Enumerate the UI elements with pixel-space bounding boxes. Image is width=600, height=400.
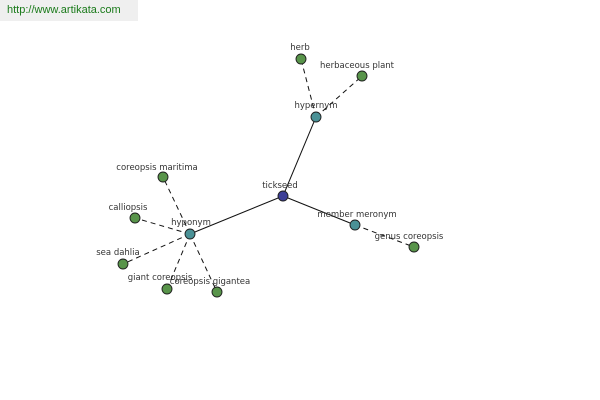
node-herb[interactable]	[295, 53, 307, 65]
node-label-hypernym: hypernym	[294, 101, 337, 111]
node-sea-dahlia[interactable]	[117, 258, 129, 270]
node-label-herb: herb	[290, 43, 310, 53]
node-calliopsis[interactable]	[129, 212, 141, 224]
node-giant-coreopsis[interactable]	[161, 283, 173, 295]
node-coreopsis-maritima[interactable]	[157, 171, 169, 183]
node-label-genus-coreopsis: genus coreopsis	[375, 232, 444, 242]
node-member-meronym[interactable]	[349, 219, 361, 231]
node-label-coreopsis-maritima: coreopsis maritima	[116, 163, 197, 173]
edge-hypernym-to-herbaceous-plant	[315, 75, 363, 118]
edge-tickseed-to-hypernym	[282, 116, 317, 197]
edge-hyponym-to-sea-dahlia	[122, 233, 191, 265]
node-label-giant-coreopsis: giant coreopsis	[128, 273, 193, 283]
edges-layer	[122, 58, 415, 293]
edge-hyponym-to-coreopsis-maritima	[162, 176, 191, 235]
edge-member-meronym-to-genus-coreopsis	[354, 224, 415, 248]
edge-hyponym-to-coreopsis-gigantea	[189, 233, 218, 293]
labels-layer: tickseed hypernym hyponym member meronym her…	[96, 43, 444, 287]
node-label-member-meronym: member meronym	[317, 210, 396, 220]
edge-hypernym-to-herb	[300, 58, 317, 118]
node-coreopsis-gigantea[interactable]	[211, 286, 223, 298]
site-url-watermark: http://www.artikata.com	[0, 0, 138, 21]
node-label-hyponym: hyponym	[171, 218, 211, 228]
node-label-calliopsis: calliopsis	[109, 203, 148, 213]
node-hypernym[interactable]	[310, 111, 322, 123]
node-tickseed[interactable]	[277, 190, 289, 202]
node-label-herbaceous-plant: herbaceous plant	[320, 61, 395, 71]
edge-hyponym-to-calliopsis	[134, 217, 191, 235]
edge-hyponym-to-giant-coreopsis	[166, 233, 191, 290]
edge-tickseed-to-member-meronym	[282, 195, 356, 226]
node-label-coreopsis-gigantea: coreopsis gigantea	[170, 277, 250, 287]
node-herbaceous-plant[interactable]	[356, 70, 368, 82]
nodes-layer	[117, 53, 420, 298]
node-label-sea-dahlia: sea dahlia	[96, 248, 140, 258]
node-genus-coreopsis[interactable]	[408, 241, 420, 253]
node-label-tickseed: tickseed	[262, 181, 298, 191]
edge-tickseed-to-hyponym	[189, 195, 284, 235]
node-hyponym[interactable]	[184, 228, 196, 240]
